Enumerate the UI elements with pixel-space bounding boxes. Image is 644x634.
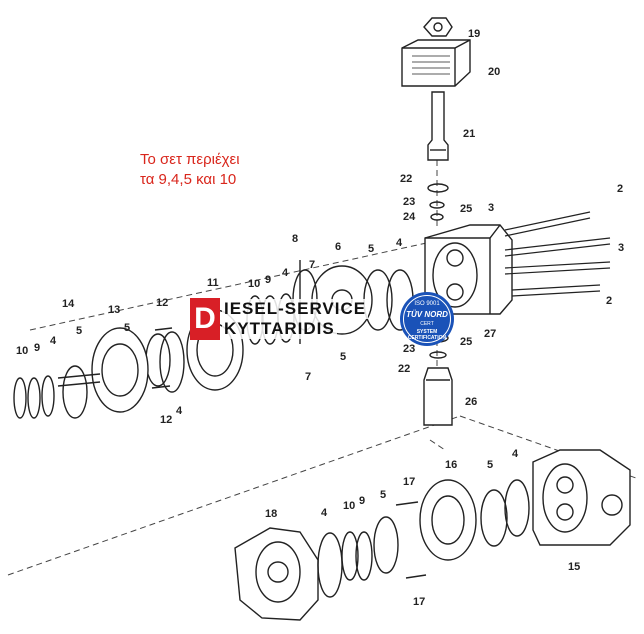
callout-4: 4 [396, 237, 403, 249]
callout-5: 5 [340, 351, 346, 363]
callout-12: 12 [160, 414, 172, 426]
callout-24: 24 [403, 211, 416, 223]
logo-line-1: IESEL-SERVICE [222, 299, 369, 319]
callout-7: 7 [309, 259, 315, 271]
callout-6: 6 [335, 241, 341, 253]
callout-2: 2 [617, 183, 623, 195]
callout-13: 13 [108, 304, 120, 316]
callout-23: 23 [403, 343, 415, 355]
callout-11: 11 [207, 277, 219, 289]
badge-line-4: SYSTEM CERTIFICATION [407, 329, 447, 341]
callout-23: 23 [403, 196, 415, 208]
callout-22: 22 [398, 363, 410, 375]
callout-9: 9 [265, 274, 271, 286]
logo-line-2: KYTTARIDIS [222, 319, 337, 339]
callout-20: 20 [488, 66, 500, 78]
callout-5: 5 [124, 322, 130, 334]
callout-8: 8 [292, 233, 298, 245]
badge-line-1: ISO 9001 [414, 301, 440, 307]
kit-note-line-2: τα 9,4,5 και 10 [140, 171, 237, 188]
callout-12: 12 [156, 297, 168, 309]
callout-7: 7 [305, 371, 311, 383]
callout-4: 4 [176, 405, 183, 417]
callout-9: 9 [359, 495, 365, 507]
callout-4: 4 [512, 448, 519, 460]
company-logo: D IESEL-SERVICE KYTTARIDIS [190, 298, 396, 340]
certification-badge: ISO 9001 TÜV NORD CERT SYSTEM CERTIFICAT… [400, 292, 454, 346]
callout-14: 14 [62, 298, 75, 310]
callout-25: 25 [460, 336, 472, 348]
callout-5: 5 [76, 325, 82, 337]
badge-line-3: CERT [420, 321, 434, 327]
logo-mark: D [190, 298, 220, 340]
callout-27: 27 [484, 328, 496, 340]
callout-4: 4 [50, 335, 57, 347]
callout-26: 26 [465, 396, 477, 408]
kit-note: Το σετ περιέχει τα 9,4,5 και 10 [140, 150, 270, 190]
callout-5: 5 [368, 243, 374, 255]
callout-25: 25 [460, 203, 472, 215]
callout-17: 17 [403, 476, 415, 488]
callout-21: 21 [463, 128, 475, 140]
callout-17: 17 [413, 596, 425, 608]
callout-3: 3 [618, 242, 624, 254]
callout-5: 5 [487, 459, 493, 471]
callout-9: 9 [34, 342, 40, 354]
callout-4: 4 [282, 267, 289, 279]
callout-10: 10 [343, 500, 355, 512]
badge-ring [403, 295, 451, 343]
callout-10: 10 [16, 345, 28, 357]
callout-22: 22 [400, 173, 412, 185]
callout-15: 15 [568, 561, 580, 573]
callout-5: 5 [380, 489, 386, 501]
callout-4: 4 [321, 507, 328, 519]
callout-19: 19 [468, 28, 480, 40]
callout-16: 16 [445, 459, 457, 471]
callout-3: 3 [488, 202, 494, 214]
badge-line-2: TÜV NORD [406, 310, 448, 319]
kit-note-line-1: Το σετ περιέχει [140, 151, 240, 168]
callout-18: 18 [265, 508, 277, 520]
callout-2: 2 [606, 295, 612, 307]
callout-10: 10 [248, 278, 260, 290]
